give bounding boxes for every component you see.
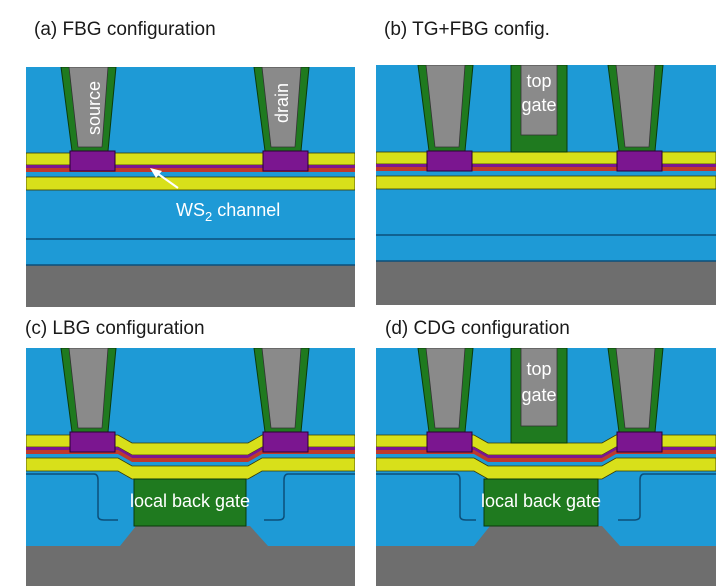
top-gate — [510, 348, 568, 444]
back-dielectric-layer — [26, 457, 355, 480]
source-label: source — [84, 81, 104, 135]
substrate — [26, 526, 355, 586]
drain-contact — [253, 348, 310, 453]
panel-c-title: (c) LBG configuration — [25, 318, 205, 339]
substrate — [26, 265, 355, 307]
channel-layer — [376, 164, 716, 167]
top-gate-label-line2: gate — [521, 95, 556, 115]
local-back-gate-label: local back gate — [130, 491, 250, 511]
panel-d-title: (d) CDG configuration — [385, 318, 570, 339]
local-back-gate — [483, 478, 599, 527]
panel-b-title: (b) TG+FBG config. — [384, 19, 550, 40]
contact-interface-layer — [376, 450, 716, 462]
fbg-device-cross-section: source drain WS2 channel — [26, 67, 355, 307]
back-dielectric-layer — [26, 176, 355, 191]
back-dielectric-layer — [376, 457, 716, 480]
drain-contact — [607, 65, 664, 172]
source-contact — [60, 67, 117, 172]
drain-contact — [253, 67, 310, 172]
substrate — [376, 261, 716, 305]
local-back-gate-label: local back gate — [481, 491, 601, 511]
contact-interface-layer — [376, 167, 716, 171]
drain-label: drain — [272, 83, 292, 123]
channel-layer — [26, 165, 355, 168]
local-back-gate — [133, 478, 247, 527]
top-gate-label-line2: gate — [521, 385, 556, 405]
top-gate-label-line1: top — [526, 359, 551, 379]
contact-interface-layer — [26, 168, 355, 172]
lbg-device-cross-section: local back gate — [26, 348, 355, 586]
substrate — [376, 526, 716, 586]
source-contact — [60, 348, 117, 453]
drain-contact — [607, 348, 664, 453]
back-dielectric-layer — [376, 175, 716, 190]
source-contact — [417, 65, 474, 172]
top-gate-label-line1: top — [526, 71, 551, 91]
top-gate — [510, 65, 568, 153]
contact-interface-layer — [26, 450, 355, 462]
channel-label: WS2 channel — [176, 200, 280, 224]
source-contact — [417, 348, 474, 453]
panel-a-title: (a) FBG configuration — [34, 19, 216, 40]
arrowhead — [150, 168, 162, 178]
cdg-device-cross-section: top gate local back gate — [376, 348, 716, 586]
tg-fbg-device-cross-section: top gate — [376, 65, 716, 305]
